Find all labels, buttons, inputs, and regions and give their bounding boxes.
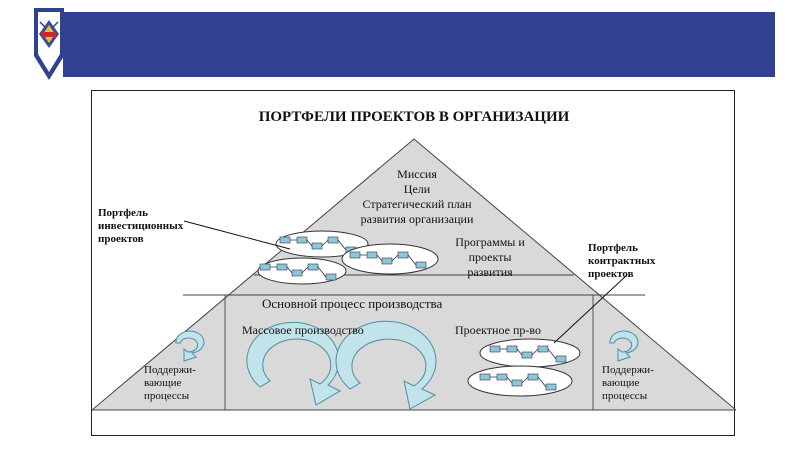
apex-text: Миссия Цели Стратегический план развития… [361,167,474,226]
callout-contract-line: проектов [588,268,634,280]
apex-line: Миссия [397,167,437,181]
support-right-line: процессы [602,390,648,402]
supporting-processes-left: Поддержи- вающие процессы [144,364,196,402]
callout-investment-line: Портфель [98,207,148,219]
support-left-line: вающие [144,377,182,389]
investment-portfolio-ellipses [257,230,439,285]
mass-production-cycle-arrows [246,320,437,410]
support-right-line: Поддержи- [602,364,654,376]
callout-contract-line: Портфель [588,242,638,254]
programs-text: Программы и проекты развития [455,235,525,279]
university-crest-icon [34,8,64,80]
main-process-label: Основной процесс производства [262,296,442,311]
project-production-label: Проектное пр-во [455,323,541,337]
callout-contract-line: контрактных [588,255,656,267]
apex-line: Стратегический план [363,197,473,211]
programs-line: Программы и [455,235,525,249]
callout-investment-line: инвестиционных [98,220,184,232]
callout-investment-line: проектов [98,233,144,245]
support-cycle-icon-left [175,330,205,362]
callout-investment-leader [183,220,291,250]
banner-bar [63,12,775,77]
programs-line: развития [467,265,513,279]
support-left-line: Поддержи- [144,364,196,376]
support-right-line: вающие [602,377,640,389]
support-cycle-icon-right [609,330,639,362]
header-banner [0,0,800,85]
callout-contract-leader [553,274,628,344]
callout-investment: Портфель инвестиционных проектов [98,207,184,245]
contract-portfolio-ellipses [467,338,581,397]
portfolio-diagram: ПОРТФЕЛИ ПРОЕКТОВ В ОРГАНИЗАЦИИ Миссия Ц… [91,90,736,436]
supporting-processes-right: Поддержи- вающие процессы [602,364,654,402]
mass-production-label: Массовое производство [242,323,364,337]
callout-contract: Портфель контрактных проектов [588,242,656,280]
apex-line: Цели [404,182,431,196]
programs-line: проекты [469,250,512,264]
apex-line: развития организации [361,212,474,226]
diagram-title: ПОРТФЕЛИ ПРОЕКТОВ В ОРГАНИЗАЦИИ [259,109,570,125]
support-left-line: процессы [144,390,190,402]
